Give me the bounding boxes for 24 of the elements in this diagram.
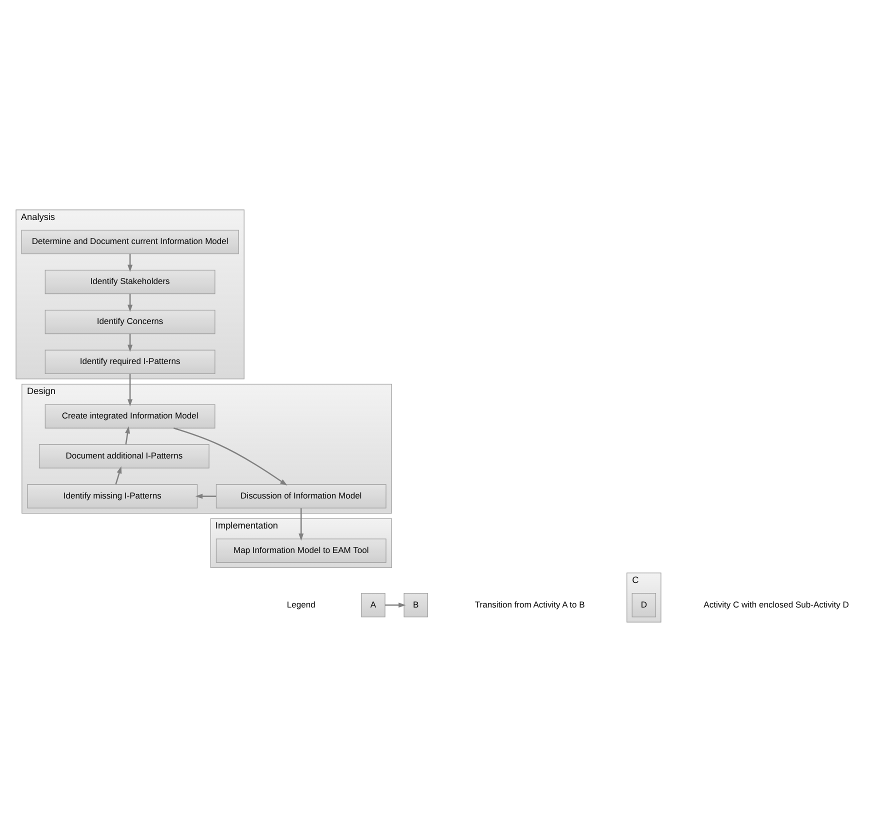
arrow [115,466,122,485]
arrow [125,426,130,444]
arrow [298,508,304,541]
node-box: Determine and Document current Information Model [21,230,239,254]
label: Legend [286,599,316,610]
arrow [128,374,133,406]
node-box: Create integrated Information Model [44,404,216,428]
node-box: Discussion of Information Model [216,484,386,508]
node-box: Identify missing I-Patterns [27,484,198,508]
arrow [128,294,133,312]
label: Transition from Activity A to B [474,599,585,610]
node-box: Document additional I-Patterns [38,444,210,468]
arrow [195,494,216,499]
node-box: A [361,592,386,618]
node-box: Identify Stakeholders [44,270,216,294]
arrow [128,334,133,352]
node-box: Identify required I-Patterns [44,350,216,374]
node-box: B [404,592,428,618]
node-box: Identify Concerns [44,310,216,334]
label: Activity C with enclosed Sub-Activity D [704,599,849,610]
node-box: Map Information Model to EAM Tool [216,538,386,563]
arrow [385,602,406,608]
arrow [128,254,133,272]
node-box: D [632,592,656,618]
